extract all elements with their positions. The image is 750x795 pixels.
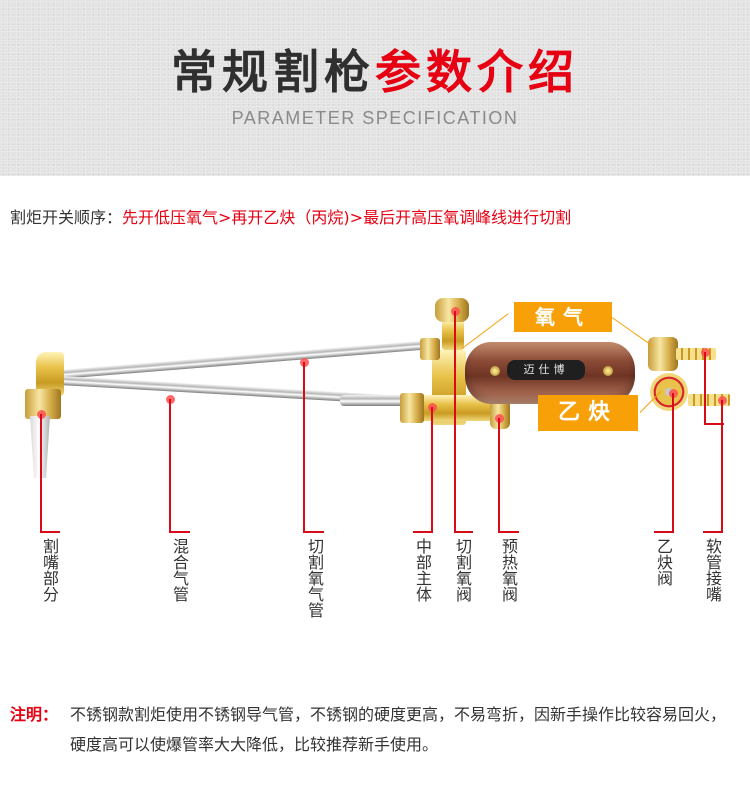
leader-hose-connector-a bbox=[704, 352, 706, 425]
leader-preheat-oxygen-valve-foot bbox=[498, 531, 519, 533]
part-label-tip: 割嘴部分 bbox=[40, 538, 59, 602]
part-label-hose-connector: 软管接嘴 bbox=[703, 538, 722, 602]
oxygen-callout-line bbox=[611, 317, 654, 347]
operation-order-label: 割炬开关顺序： bbox=[10, 208, 123, 227]
cutting-torch-illustration: 迈仕博 氧气 乙炔 bbox=[0, 280, 750, 490]
operation-order-value: 先开低压氧气>再开乙炔（丙烷)>最后开高压氧调峰线进行切割 bbox=[122, 208, 572, 227]
tip-elbow bbox=[36, 352, 64, 396]
leader-preheat-oxygen-valve bbox=[498, 418, 500, 533]
leader-hose-connector-foot bbox=[703, 531, 723, 533]
acetylene-callout: 乙炔 bbox=[538, 395, 638, 431]
part-label-preheat-oxygen-valve: 预热氧阀 bbox=[499, 538, 518, 602]
leader-mixing-tube-foot bbox=[169, 531, 190, 533]
leader-cutting-oxygen-tube bbox=[303, 362, 305, 533]
handle-screw bbox=[603, 366, 613, 376]
leader-central-body-foot bbox=[413, 531, 433, 533]
mixing-tube-sleeve bbox=[340, 395, 405, 406]
oxygen-hose-barb bbox=[676, 348, 716, 360]
header-banner: 常规割枪参数介绍 PARAMETER SPECIFICATION bbox=[0, 0, 750, 176]
leader-tip bbox=[40, 414, 42, 533]
handle-screw bbox=[490, 366, 500, 376]
leader-tip-foot bbox=[40, 531, 60, 533]
body-nut-upper bbox=[420, 338, 440, 360]
note-text: 不锈钢款割炬使用不锈钢导气管，不锈钢的硬度更高，不易弯折，因新手操作比较容易回火… bbox=[70, 705, 727, 754]
title-red-part: 参数介绍 bbox=[375, 45, 579, 99]
handle: 迈仕博 bbox=[465, 342, 635, 404]
title-dark-part: 常规割枪 bbox=[171, 45, 375, 99]
handle-brand-badge: 迈仕博 bbox=[507, 360, 585, 380]
part-label-cutting-oxygen-tube: 切割氧气管 bbox=[305, 538, 324, 618]
cutting-valve-stem bbox=[442, 320, 464, 350]
page-subtitle: PARAMETER SPECIFICATION bbox=[231, 108, 519, 128]
part-label-central-body: 中部主体 bbox=[413, 538, 432, 602]
leader-cutting-oxygen-valve-foot bbox=[454, 531, 473, 533]
leader-hose-connector-b bbox=[721, 400, 723, 533]
leader-cutting-oxygen-valve bbox=[454, 311, 456, 533]
part-label-cutting-oxygen-valve: 切割氧阀 bbox=[453, 538, 472, 602]
leader-hose-connector-bridge bbox=[704, 423, 724, 425]
part-label-mixing-tube: 混合气管 bbox=[170, 538, 189, 602]
part-label-acetylene-valve: 乙炔阀 bbox=[654, 538, 673, 586]
body-nut-lower bbox=[400, 393, 424, 423]
oxygen-callout: 氧气 bbox=[514, 302, 612, 332]
leader-central-body bbox=[431, 407, 433, 533]
cutting-oxygen-tube bbox=[59, 340, 425, 379]
leader-acetylene-valve-foot bbox=[654, 531, 674, 533]
operation-order: 割炬开关顺序：先开低压氧气>再开乙炔（丙烷)>最后开高压氧调峰线进行切割 bbox=[10, 206, 571, 230]
page-title: 常规割枪参数介绍 bbox=[0, 44, 750, 100]
leader-cutting-oxygen-tube-foot bbox=[303, 531, 324, 533]
leader-mixing-tube bbox=[169, 399, 171, 533]
note-label: 注明： bbox=[10, 705, 59, 724]
leader-acetylene-valve bbox=[672, 393, 674, 533]
oxygen-inlet-nut bbox=[648, 337, 678, 371]
